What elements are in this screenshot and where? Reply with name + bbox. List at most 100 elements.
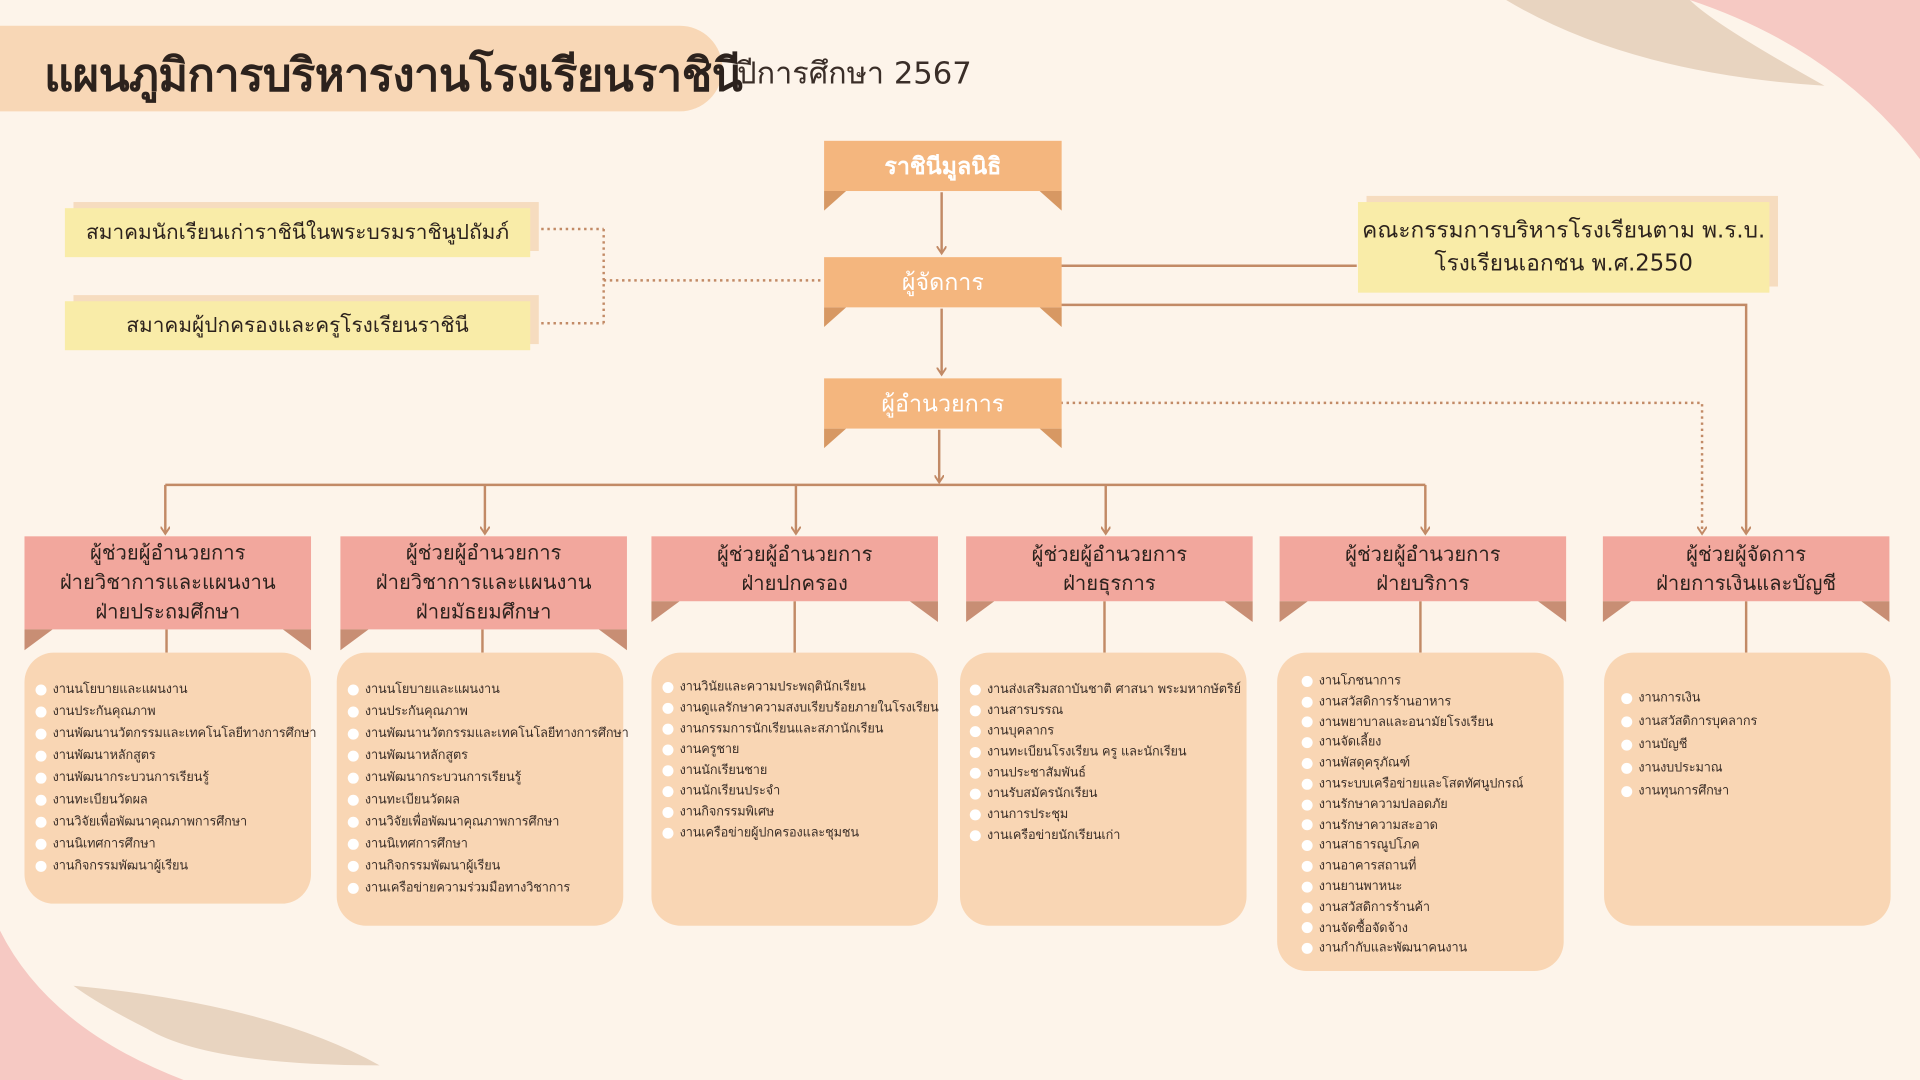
task-list: งานส่งเสริมสถาบันชาติ ศาสนา พระมหากษัตริ… [969,680,1247,847]
manager-node: ผู้จัดการ [824,257,1062,327]
alumni-association-box: สมาคมนักเรียนเก่าราชินีในพระบรมราชินูปถั… [64,208,531,258]
task-item: งานกรรมการนักเรียนและสภานักเรียน [662,719,938,740]
task-item: งานกิจกรรมพัฒนาผู้เรียน [35,855,312,877]
task-item: งานวินัยและความประพฤตินักเรียน [662,677,938,698]
director-node: ผู้อำนวยการ [824,378,1062,449]
committee-label-line1: คณะกรรมการบริหารโรงเรียนตาม พ.ร.บ. [1362,217,1766,244]
task-item: งานครูชาย [662,740,938,761]
task-item: งานจัดเลี้ยง [1301,733,1564,754]
task-box-services: งานโภชนาการ งานสวัสดิการร้านอาหาร งานพยา… [1277,652,1564,972]
committee-label-line2: โรงเรียนเอกชน พ.ศ.2550 [1434,251,1693,277]
task-box-discipline: งานวินัยและความประพฤตินักเรียน งานดูแลรั… [651,652,939,926]
division-head-line: ฝ่ายบริการ [1376,571,1470,595]
task-item: งานสารบรรณ [969,700,1247,721]
director-label: ผู้อำนวยการ [881,390,1005,417]
task-item: งานรับสมัครนักเรียน [969,784,1247,805]
task-item: งานระบบเครือข่ายและโสตทัศนูปกรณ์ [1301,774,1564,795]
division-head-line: ผู้ช่วยผู้อำนวยการ [90,541,246,565]
division-head-line: ฝ่ายปกครอง [741,571,848,595]
task-item: งานประชาสัมพันธ์ [969,763,1247,784]
task-item: งานงบประมาณ [1621,757,1890,780]
task-item: งานพัฒนากระบวนการเรียนรู้ [35,767,312,789]
task-item: งานพัฒนาหลักสูตร [35,744,312,766]
task-item: งานการเงิน [1621,687,1890,710]
task-item: งานกิจกรรมพัฒนาผู้เรียน [347,855,624,877]
page-title: แผนภูมิการบริหารงานโรงเรียนราชินี [44,48,743,102]
task-item: งานรักษาความสะอาด [1301,815,1564,836]
task-item: งานส่งเสริมสถาบันชาติ ศาสนา พระมหากษัตริ… [969,680,1247,701]
task-item: งานเครือข่ายนักเรียนเก่า [969,825,1247,846]
division-head-administration: ผู้ช่วยผู้อำนวยการ ฝ่ายธุรการ [966,536,1253,623]
task-item: งานพยาบาลและอนามัยโรงเรียน [1301,712,1564,733]
task-box-finance: งานการเงิน งานสวัสดิการบุคลากร งานบัญชี … [1604,652,1891,926]
division-head-line: ฝ่ายวิชาการและแผนงาน [375,570,592,594]
division-head-line: ผู้ช่วยผู้อำนวยการ [405,541,562,565]
task-item: งานสวัสดิการร้านอาหาร [1301,692,1564,713]
task-box-academic-secondary: งานนโยบายและแผนงาน งานประกันคุณภาพ งานพั… [336,652,629,926]
task-item: งานกำกับและพัฒนาคนงาน [1301,938,1564,959]
task-item: งานวิจัยเพื่อพัฒนาคุณภาพการศึกษา [347,811,624,833]
task-list: งานการเงิน งานสวัสดิการบุคลากร งานบัญชี … [1621,687,1890,803]
parents-association-label: สมาคมผู้ปกครองและครูโรงเรียนราชินี [126,312,469,338]
task-item: งานพัฒนานวัตกรรมและเทคโนโลยีทางการศึกษา [347,722,629,744]
task-item: งานพัสดุครุภัณฑ์ [1301,753,1564,774]
task-item: งานนโยบายและแผนงาน [35,678,312,700]
foundation-node: ราชินีมูลนิธิ [824,140,1062,211]
task-list: งานโภชนาการ งานสวัสดิการร้านอาหาร งานพยา… [1301,671,1564,959]
task-item: งานสวัสดิการร้านค้า [1301,897,1564,918]
task-item: งานทุนการศึกษา [1621,780,1890,803]
task-item: งานการประชุม [969,804,1247,825]
task-item: งานประกันคุณภาพ [347,700,624,722]
task-list: งานนโยบายและแผนงาน งานประกันคุณภาพ งานพั… [347,678,629,899]
task-item: งานประกันคุณภาพ [35,700,312,722]
task-item: งานบัญชี [1621,733,1890,756]
parents-association-box: สมาคมผู้ปกครองและครูโรงเรียนราชินี [64,301,531,351]
task-item: งานนักเรียนประจำ [662,781,938,802]
division-head-line: ผู้ช่วยผู้จัดการ [1686,541,1807,566]
task-item: งานนโยบายและแผนงาน [347,678,624,700]
task-item: งานนิเทศการศึกษา [347,833,624,855]
division-head-line: ฝ่ายประถมศึกษา [95,600,241,624]
division-head-academic-primary: ผู้ช่วยผู้อำนวยการ ฝ่ายวิชาการและแผนงาน … [24,536,312,651]
task-item: งานดูแลรักษาความสงบเรียบร้อยภายในโรงเรีย… [662,698,939,719]
task-list: งานวินัยและความประพฤตินักเรียน งานดูแลรั… [662,677,939,844]
task-item: งานเครือข่ายความร่วมมือทางวิชาการ [347,877,624,899]
foundation-label: ราชินีมูลนิธิ [884,152,1002,180]
task-item: งานวิจัยเพื่อพัฒนาคุณภาพการศึกษา [35,811,312,833]
task-box-administration: งานส่งเสริมสถาบันชาติ ศาสนา พระมหากษัตริ… [960,652,1247,926]
task-item: งานนิเทศการศึกษา [35,833,312,855]
title-banner [0,25,723,112]
division-head-line: ฝ่ายธุรการ [1063,571,1156,595]
division-head-line: ผู้ช่วยผู้อำนวยการ [1345,541,1501,566]
task-item: งานจัดซื้อจัดจ้าง [1301,918,1564,939]
task-item: งานยานพาหนะ [1301,877,1564,898]
division-head-services: ผู้ช่วยผู้อำนวยการ ฝ่ายบริการ [1279,536,1567,623]
task-item: งานรักษาความปลอดภัย [1301,794,1564,815]
alumni-association-label: สมาคมนักเรียนเก่าราชินีในพระบรมราชินูปถั… [86,219,510,245]
division-head-line: ฝ่ายมัธยมศึกษา [415,600,552,624]
task-item: งานพัฒนากระบวนการเรียนรู้ [347,767,624,789]
task-item: งานพัฒนานวัตกรรมและเทคโนโลยีทางการศึกษา [35,722,317,744]
school-committee-box: คณะกรรมการบริหารโรงเรียนตาม พ.ร.บ. โรงเร… [1357,202,1770,293]
task-item: งานเครือข่ายผู้ปกครองและชุมชน [662,823,938,844]
task-item: งานทะเบียนวัดผล [35,789,312,811]
task-item: งานทะเบียนโรงเรียน ครู และนักเรียน [969,742,1247,763]
task-list: งานนโยบายและแผนงาน งานประกันคุณภาพ งานพั… [35,678,317,877]
task-item: งานบุคลากร [969,721,1247,742]
manager-label: ผู้จัดการ [901,268,984,296]
task-item: งานพัฒนาหลักสูตร [347,744,624,766]
division-head-discipline: ผู้ช่วยผู้อำนวยการ ฝ่ายปกครอง [651,536,938,623]
division-head-line: ฝ่ายวิชาการและแผนงาน [59,570,276,594]
task-box-academic-primary: งานนโยบายและแผนงาน งานประกันคุณภาพ งานพั… [24,652,317,904]
task-item: งานกิจกรรมพิเศษ [662,802,938,823]
task-item: งานสาธารณูปโภค [1301,836,1564,857]
task-item: งานทะเบียนวัดผล [347,789,624,811]
division-head-academic-secondary: ผู้ช่วยผู้อำนวยการ ฝ่ายวิชาการและแผนงาน … [340,536,627,651]
division-head-finance: ผู้ช่วยผู้จัดการ ฝ่ายการเงินและบัญชี [1602,536,1890,623]
division-head-line: ผู้ช่วยผู้อำนวยการ [716,541,873,566]
task-item: งานนักเรียนชาย [662,760,938,781]
academic-year: ปีการศึกษา 2567 [737,55,972,91]
